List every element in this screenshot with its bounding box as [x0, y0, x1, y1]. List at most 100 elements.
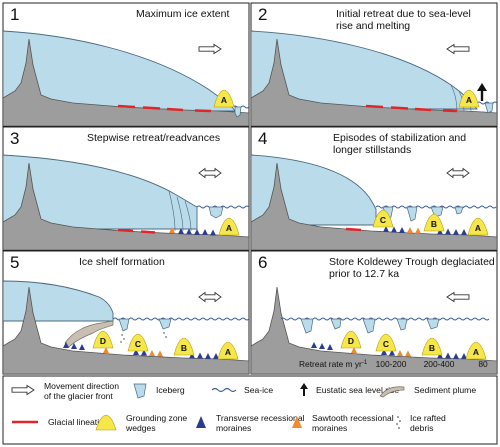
transverse-recessional-moraines — [178, 228, 216, 236]
wedge-label: B — [431, 219, 437, 229]
sea-ice — [280, 317, 490, 321]
double-arrow-icon — [446, 291, 470, 303]
legend-frame — [2, 375, 498, 445]
wedge-label: B — [429, 343, 435, 353]
panel-6 — [250, 250, 498, 375]
wedge-label: B — [181, 343, 187, 353]
iceberg-icon — [133, 383, 147, 399]
glacial-lineations — [365, 104, 458, 113]
seafloor-bed — [3, 286, 249, 374]
legend-item: Sediment plume — [379, 385, 476, 398]
wedge-label: D — [348, 336, 354, 346]
transverse-recessional-moraines — [63, 342, 219, 359]
grounding-zone-wedge: C — [127, 333, 149, 352]
glacial-lineations — [345, 227, 362, 232]
retreat-rate-value: 80 — [478, 359, 488, 369]
retreat-rate-label: Retreat rate m yr-1 — [299, 359, 368, 369]
transverse-recessional-moraines — [383, 226, 467, 235]
legend-item: Sea-ice — [211, 385, 273, 395]
seafloor-bed — [251, 38, 497, 126]
wedge-label: A — [475, 223, 481, 233]
sea-ice — [112, 317, 249, 321]
grounding-zone-wedge: B — [423, 213, 445, 232]
panel-3 — [2, 126, 250, 251]
panel-title: Initial retreat due to sea-level — [336, 8, 471, 20]
sediment-plume-icon — [379, 386, 405, 398]
panel-title: Stepwise retreat/readvances — [87, 132, 220, 144]
legend-label: debris — [410, 423, 433, 433]
legend-label: Sea-ice — [244, 385, 273, 395]
glacial-lineations — [117, 104, 212, 113]
legend-label: Ice rafted — [410, 413, 446, 423]
grounding-zone-wedge: A — [458, 89, 480, 108]
panel-number: 2 — [258, 5, 267, 24]
panel-number: 1 — [10, 5, 19, 24]
panel-number: 3 — [10, 129, 19, 148]
grounding-zone-wedge: B — [173, 337, 195, 356]
double-arrow-icon — [198, 43, 222, 55]
wedge-label: A — [473, 347, 479, 357]
retreat-rate-value: 200-400 — [424, 359, 455, 369]
ice-sheet — [3, 30, 236, 112]
grounding-zone-wedge: A — [217, 341, 239, 360]
panel-number: 4 — [258, 129, 267, 148]
panel-number: 5 — [10, 253, 19, 272]
seafloor-bed — [251, 162, 497, 250]
wedge-label: C — [383, 339, 389, 349]
legend-label: moraines — [312, 423, 347, 433]
iceberg — [208, 206, 224, 219]
grounding-zone-wedge: A — [465, 341, 487, 360]
retreat-rate-value: 100-200 — [376, 359, 407, 369]
orange-moraine-icon — [292, 416, 302, 428]
ice-sheet — [3, 154, 198, 230]
legend-label: Eustatic sea level rise — [316, 385, 399, 395]
legend-label: Transverse recessional — [216, 413, 305, 423]
panel-title: Maximum ice extent — [136, 8, 229, 20]
wedge-label: A — [225, 347, 231, 357]
up-arrow-icon — [477, 83, 487, 101]
panel-5 — [2, 250, 250, 375]
legend-label: moraines — [216, 423, 251, 433]
wedge-label: A — [226, 223, 232, 233]
double-arrow-icon — [198, 291, 222, 303]
panel-title: longer stillstands — [333, 144, 411, 156]
wedge-label: C — [135, 339, 141, 349]
panel-title: rise and melting — [336, 20, 410, 32]
panel-1 — [2, 2, 250, 127]
icebergs — [300, 318, 440, 334]
panel-title: Episodes of stabilization and — [333, 132, 466, 144]
legend-label: of the glacier front — [44, 391, 113, 401]
legend-label: wedges — [125, 423, 156, 433]
sawtooth-recessional-moraines — [407, 227, 421, 234]
legend-label: Sawtooth recessional — [312, 413, 394, 423]
iceberg — [234, 106, 242, 118]
legend-label: Sediment plume — [414, 385, 476, 395]
transverse-recessional-moraines — [311, 342, 467, 359]
legend-label: Grounding zone — [126, 413, 187, 423]
glacial-lineations — [117, 228, 156, 234]
grounding-zone-wedge: C — [372, 209, 394, 228]
wedge-label: C — [380, 215, 386, 225]
ice-rafted-debris — [120, 332, 167, 343]
seafloor-bed — [251, 286, 497, 374]
panel-4 — [250, 126, 498, 251]
grounding-zone-wedge: C — [375, 333, 397, 352]
grounding-zone-wedge: A — [467, 217, 489, 236]
grounding-zone-wedge: D — [340, 330, 362, 349]
wedge-label: A — [466, 95, 472, 105]
double-arrow-icon — [198, 167, 222, 179]
crevasse-lines — [168, 190, 192, 232]
